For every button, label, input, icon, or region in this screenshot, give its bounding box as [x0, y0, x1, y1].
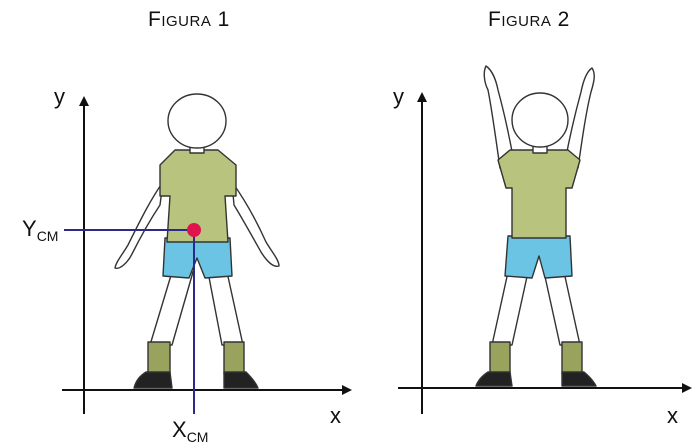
figure-1-xcm-sub: CM	[186, 429, 209, 445]
figure-2-head	[511, 92, 569, 148]
figure-1-right-arm	[231, 181, 280, 267]
figure-2-right-sock	[561, 341, 583, 375]
figure-2-title: FIGURA 2	[488, 8, 570, 32]
figure-2-y-axis-label: y	[393, 84, 404, 109]
figure-1-x-axis-label: x	[330, 403, 341, 428]
figure-1-left-arm	[114, 181, 164, 269]
figure-2-left-sock	[489, 341, 511, 375]
figure-1-title-num: 1	[211, 8, 230, 31]
figure-1-ycm-label: YCM	[22, 216, 59, 244]
figure-2-x-axis-label: x	[667, 403, 678, 428]
figure-1-ycm-main: Y	[22, 216, 37, 241]
figure-2-title-cap: F	[488, 8, 502, 31]
figure-1-left-leg	[149, 271, 194, 346]
figure-1	[62, 93, 352, 414]
figure-1-title: FIGURA 1	[148, 8, 230, 32]
figure-1-right-leg	[207, 271, 244, 346]
figure-2-left-shoe	[475, 371, 513, 387]
figure-2-right-leg	[543, 271, 581, 346]
figure-2	[398, 65, 692, 414]
figure-1-shirt	[159, 149, 237, 243]
figure-1-right-shoe	[223, 371, 259, 389]
figure-2-title-num: 2	[551, 8, 570, 31]
figure-1-shorts	[162, 237, 233, 279]
figure-1-xcm-main: X	[172, 417, 187, 442]
figure-2-shirt	[497, 149, 581, 239]
figure-2-boy	[475, 65, 597, 387]
figure-1-center-of-mass-dot	[187, 223, 201, 237]
figure-1-head	[167, 93, 227, 149]
figure-2-right-arm	[564, 67, 595, 169]
figure-1-xcm-label: XCM	[172, 417, 209, 445]
figure-2-right-shoe	[561, 371, 597, 387]
figure-2-title-rest: IGURA	[501, 13, 552, 30]
figure-1-left-sock	[147, 341, 171, 375]
figure-2-left-arm	[483, 65, 515, 169]
figure-1-title-cap: F	[148, 8, 162, 31]
figure-1-y-axis-label: y	[54, 84, 65, 109]
figure-1-ycm-sub: CM	[36, 228, 59, 244]
figure-1-right-sock	[223, 341, 245, 375]
figure-2-shorts	[504, 235, 573, 279]
figure-1-title-rest: IGURA	[161, 13, 212, 30]
figure-1-left-shoe	[133, 371, 173, 389]
figure-2-left-leg	[491, 271, 529, 346]
figure-1-boy	[114, 93, 280, 389]
